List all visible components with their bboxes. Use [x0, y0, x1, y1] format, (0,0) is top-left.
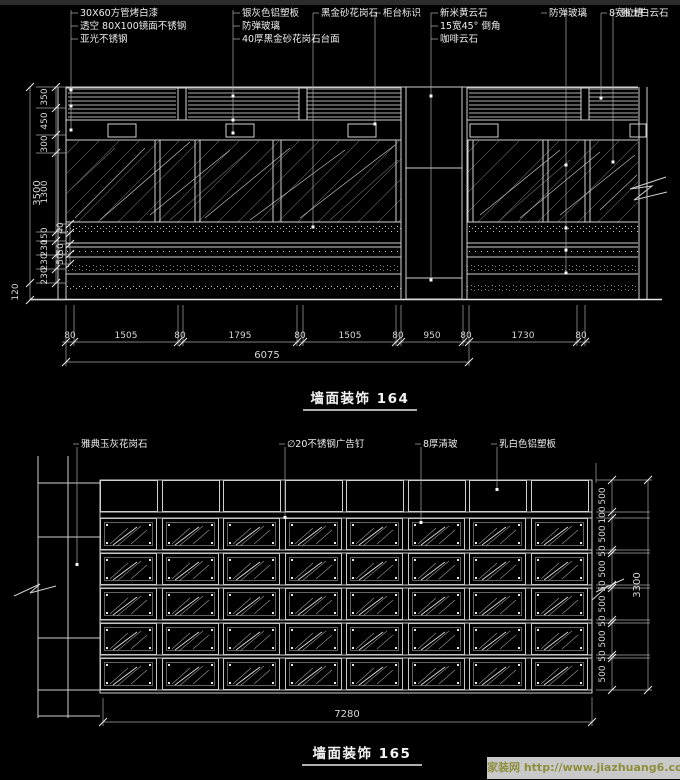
- stone-column: [400, 87, 468, 300]
- dim-value: 350: [40, 88, 50, 105]
- dim-value: 230: [40, 253, 50, 270]
- annotation-label: 柜台标识: [383, 7, 421, 19]
- dim-value: 50: [56, 243, 66, 255]
- glass-wall: [66, 140, 638, 223]
- dim-total: 6075: [254, 350, 279, 361]
- drawing-title: 墙面装饰 164: [311, 390, 410, 407]
- dim-value: 500: [598, 525, 608, 542]
- watermark-site: 家装网: [487, 761, 520, 774]
- counter-sign: [225, 123, 255, 138]
- dim-value: 80: [294, 331, 306, 341]
- annotation-label: 15宽45° 倒角: [440, 20, 500, 32]
- annotation-label: 亚光不锈钢: [80, 33, 128, 45]
- dim-value: 80: [174, 331, 186, 341]
- dimension-bottom-165: 7280: [98, 697, 597, 727]
- dim-value: 300: [40, 135, 50, 152]
- dim-value: 80: [392, 331, 404, 341]
- dim-value: 500: [598, 487, 608, 504]
- sheet-top-border: [0, 0, 680, 5]
- dim-total: 7280: [334, 709, 359, 720]
- dim-value: 500: [598, 665, 608, 682]
- dim-value: 120: [11, 283, 21, 300]
- annotation-label: 8厚清玻: [423, 438, 458, 450]
- counter-sign: [107, 123, 137, 138]
- annotation-label: ∅20不锈钢广告钉: [287, 438, 365, 450]
- dim-value: 1795: [229, 331, 252, 341]
- grid-panels: [99, 479, 593, 694]
- annotation-label: 咖啡云石: [440, 33, 478, 45]
- leader-lines: [73, 443, 498, 565]
- dim-total: 3300: [632, 572, 643, 597]
- dim-value: 500: [598, 560, 608, 577]
- drawing-165: [13, 456, 625, 718]
- break-arrow-icon: [591, 578, 625, 601]
- annotation-label: 乳白色铝塑板: [499, 438, 557, 450]
- dim-value: 950: [423, 331, 440, 341]
- watermark: 家装网 http://www.jiazhuang6.com: [487, 757, 680, 779]
- break-arrow-icon: [13, 583, 57, 597]
- leader-lines: [70, 10, 619, 280]
- dim-value: 230: [40, 239, 50, 256]
- dim-value: 450: [40, 112, 50, 129]
- dim-value: 50: [56, 253, 66, 265]
- column-base: [405, 277, 463, 300]
- dim-value: 230: [40, 267, 50, 284]
- dimension-bottom-164: 80 1505 80 1795 80 1505 80 950 80 1730 8…: [61, 305, 590, 367]
- annotation-label: 雅典玉灰花岗石: [81, 438, 148, 450]
- dim-value: 50: [598, 650, 608, 662]
- dim-value: 80: [64, 331, 76, 341]
- counter-sign: [469, 123, 499, 138]
- annotation-label: 30X60方管烤白漆: [80, 7, 159, 19]
- dim-value: 50: [598, 545, 608, 557]
- annotation-label: 透空 80X100镜面不锈钢: [80, 20, 186, 32]
- annotation-label: 雅士白云石: [621, 7, 669, 19]
- annotation-label: 8宽拉槽: [609, 7, 644, 19]
- annotation-label: 防弹玻璃: [549, 7, 587, 19]
- stone-courses: [66, 224, 638, 291]
- dim-value: 80: [460, 331, 472, 341]
- leader-dots: [75, 488, 499, 566]
- sign-band: [66, 123, 647, 141]
- louver-band: [66, 87, 638, 121]
- dim-total: 3500: [32, 180, 43, 205]
- drawing-164: [30, 86, 668, 301]
- drawing-title: 墙面装饰 165: [313, 745, 412, 762]
- dimension-left-164: 350 450 300 1300 150 230 230 230 40 50 5…: [11, 82, 75, 305]
- dim-value: 1505: [339, 331, 362, 341]
- annotations-165: 雅典玉灰花岗石 ∅20不锈钢广告钉 8厚清玻 乳白色铝塑板: [73, 438, 557, 566]
- dim-value: 1300: [40, 180, 50, 203]
- watermark-url: http://www.jiazhuang6.com: [523, 761, 680, 774]
- dim-value: 1730: [512, 331, 535, 341]
- wall-section-165: [13, 456, 100, 718]
- counter-sign: [629, 123, 647, 138]
- dim-value: 100: [598, 506, 608, 523]
- dim-value: 50: [598, 580, 608, 592]
- dim-value: 500: [598, 595, 608, 612]
- dim-value: 150: [40, 227, 50, 244]
- annotation-label: 防弹玻璃: [242, 20, 280, 32]
- counter-sign: [347, 123, 377, 138]
- dim-value: 500: [598, 630, 608, 647]
- dim-value: 1505: [115, 331, 138, 341]
- annotation-label: 40厚黑金砂花岗石台面: [242, 33, 340, 45]
- dimension-right-165: 500 100 500 50 500 50 500 50 500 50 500 …: [595, 463, 653, 695]
- annotation-label: 银灰色铝塑板: [242, 7, 300, 19]
- dim-value: 80: [575, 331, 587, 341]
- annotation-label: 新米黄云石: [440, 7, 488, 19]
- annotation-label: 黑金砂花岗石: [321, 7, 378, 19]
- annotations-164: 30X60方管烤白漆 透空 80X100镜面不锈钢 亚光不锈钢 银灰色铝塑板 防…: [69, 7, 669, 282]
- dim-value: 40: [56, 222, 66, 234]
- dim-value: 50: [598, 615, 608, 627]
- break-arrow-icon: [629, 176, 668, 201]
